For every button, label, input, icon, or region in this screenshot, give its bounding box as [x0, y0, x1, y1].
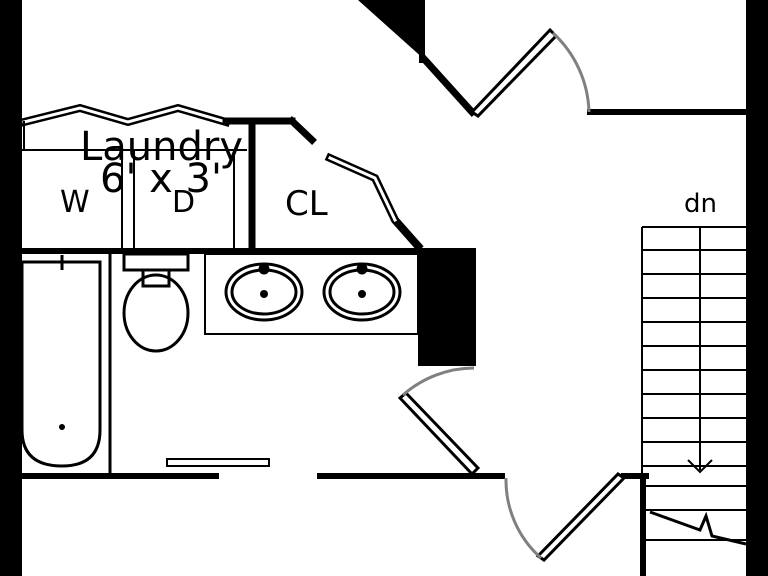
laundry-label: Laundry: [80, 124, 243, 170]
dryer-label: D: [172, 185, 195, 220]
left-border: [0, 0, 22, 576]
laundry-size-label: 6' x 3': [100, 156, 222, 202]
bottom-door: [504, 472, 627, 562]
top-door: [469, 27, 591, 118]
right-border: [746, 0, 768, 576]
sink-right: [322, 262, 402, 322]
staircase: [641, 226, 747, 546]
middle-door: [397, 366, 481, 477]
pocket-door: [166, 458, 270, 467]
toilet: [122, 252, 190, 353]
bathtub: [20, 255, 102, 468]
stairs-down-label: dn: [684, 189, 717, 219]
column: [418, 248, 476, 366]
top-wedge-wall: [358, 0, 425, 60]
closet-label: CL: [285, 184, 328, 224]
stairs-break-line: [649, 510, 747, 546]
washer-label: W: [60, 185, 90, 220]
sink-left: [224, 262, 304, 322]
walls: [19, 0, 749, 576]
